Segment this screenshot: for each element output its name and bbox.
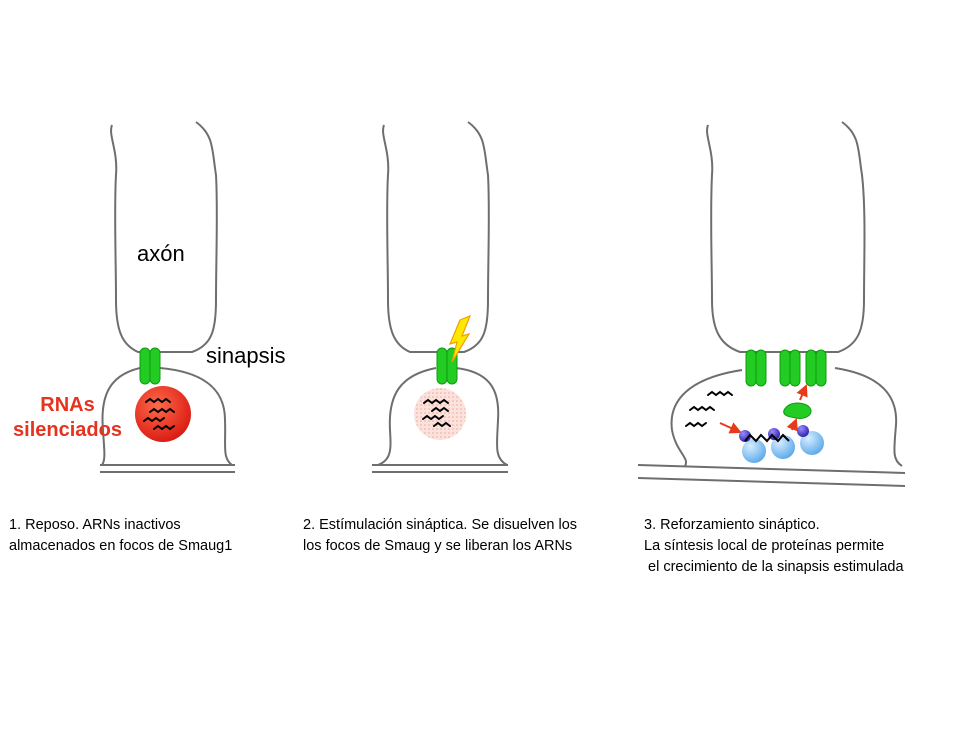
synaptic-receptor (779, 349, 801, 387)
rna-strands (685, 390, 733, 428)
panel-1-rest (100, 121, 235, 473)
protein-arrow (786, 418, 798, 432)
dendrite-membrane (637, 477, 906, 487)
caption-panel-1: 1. Reposo. ARNs inactivos almacenados en… (9, 515, 232, 557)
lightning-bolt-icon (448, 314, 472, 363)
synaptic-receptor (139, 347, 161, 385)
dendrite-membrane (637, 464, 906, 474)
ribosome-small (797, 425, 809, 437)
caption-line: los focos de Smaug y se liberan los ARNs (303, 538, 573, 554)
synapse-label: sinapsis (206, 343, 286, 368)
axon-label: axón (137, 241, 185, 266)
axon-outline (110, 121, 218, 353)
smaug-focus-active (135, 386, 191, 442)
panel-3-reinforcement (637, 121, 906, 487)
axon-outline (382, 121, 490, 353)
ribosome-small (739, 430, 751, 442)
synaptic-receptor (805, 349, 827, 387)
new-protein (783, 402, 812, 419)
synaptic-receptor (745, 349, 767, 387)
caption-line: almacenados en focos de Smaug1 (9, 538, 233, 554)
mrna-strand (744, 433, 790, 443)
caption-line: 1. Reposo. ARNs inactivos (9, 517, 181, 533)
smaug-focus-dissolved (414, 388, 466, 440)
ribosome-large (742, 439, 766, 463)
dendrite-spine-outline (101, 367, 233, 466)
caption-panel-3: 3. Reforzamiento sináptico. La síntesis … (644, 515, 904, 578)
caption-panel-2: 2. Estímulación sináptica. Se disuelven … (303, 515, 577, 557)
rna-silenced-line2: silenciados (13, 419, 122, 441)
ribosome-large (800, 431, 824, 455)
protein-arrow (796, 384, 808, 401)
dendrite-spine-outline (670, 367, 903, 467)
rna-strands (422, 398, 451, 428)
caption-line: 2. Estímulación sináptica. Se disuelven … (303, 517, 578, 533)
panel-2-stimulation (372, 121, 508, 473)
rna-strands (143, 397, 175, 431)
rna-silenced-line1: RNAs (40, 394, 95, 416)
caption-line: 3. Reforzamiento sináptico. (644, 517, 820, 533)
caption-line: La síntesis local de proteínas permite (644, 538, 885, 554)
dendrite-spine-outline (377, 367, 508, 466)
rna-silenced-label: RNAs silenciados (0, 393, 135, 443)
axon-outline (706, 121, 866, 353)
caption-line: el crecimiento de la sinapsis estimulada (644, 559, 904, 575)
translation-arrow (719, 422, 742, 434)
